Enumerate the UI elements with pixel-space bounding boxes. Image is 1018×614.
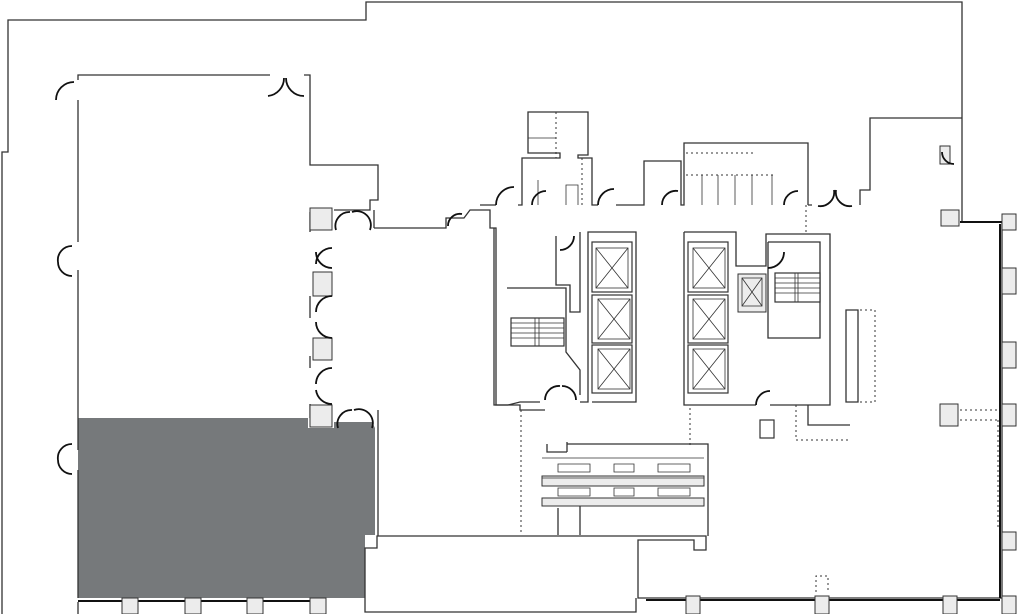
railing — [845, 309, 859, 403]
closet-walls — [528, 137, 773, 205]
stair-left — [510, 317, 565, 347]
corridor-north-wall — [480, 111, 962, 206]
service-elevator — [737, 273, 767, 313]
elevator-right-3 — [687, 344, 729, 394]
elevator-right-1 — [687, 241, 729, 293]
dotted-partitions — [520, 112, 999, 592]
escalator-1 — [541, 475, 705, 487]
doors — [55, 77, 955, 475]
highlighted-room[interactable] — [78, 418, 375, 598]
corridor-wall — [373, 209, 545, 536]
columns — [121, 145, 1017, 614]
stair-right — [774, 272, 821, 303]
elevator-right-2 — [687, 294, 729, 344]
core-left-wall — [493, 228, 637, 406]
elevator-left-2 — [591, 294, 633, 344]
elevator-left-1 — [591, 241, 633, 293]
core-right-wall — [683, 231, 850, 426]
escalator-enclosure — [546, 442, 709, 536]
escalator-steps — [542, 457, 704, 497]
elevator-left-3 — [591, 344, 633, 394]
escalator-2 — [541, 497, 705, 507]
